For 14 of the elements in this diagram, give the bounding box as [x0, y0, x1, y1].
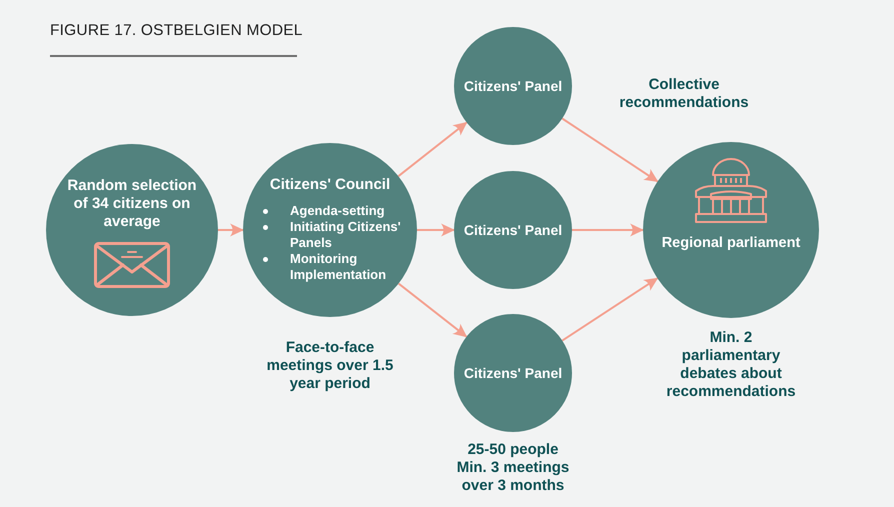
- output-note: Collective recommendations: [618, 76, 750, 112]
- node-title: Citizens' Council: [270, 176, 390, 193]
- bullet-text: Agenda-setting: [290, 203, 386, 219]
- node-title: Random selection of 34 citizens on average: [67, 177, 197, 230]
- node-title: Citizens' Panel: [464, 365, 562, 381]
- node-title: Citizens' Panel: [464, 222, 562, 238]
- bullet-text: Initiating Citizens' Panels: [290, 219, 402, 251]
- node-title: Citizens' Panel: [464, 78, 562, 94]
- node-note: 25-50 people Min. 3 meetings over 3 months: [456, 441, 570, 495]
- node-title: Regional parliament: [662, 235, 800, 251]
- node-note: Min. 2 parliamentary debates about recommendations: [665, 329, 797, 401]
- bullet-text: Monitoring Implementation: [290, 251, 388, 283]
- node-note: Face-to-face meetings over 1.5 year period: [266, 339, 394, 393]
- figure-title: FIGURE 17. OSTBELGIEN MODEL: [50, 22, 304, 40]
